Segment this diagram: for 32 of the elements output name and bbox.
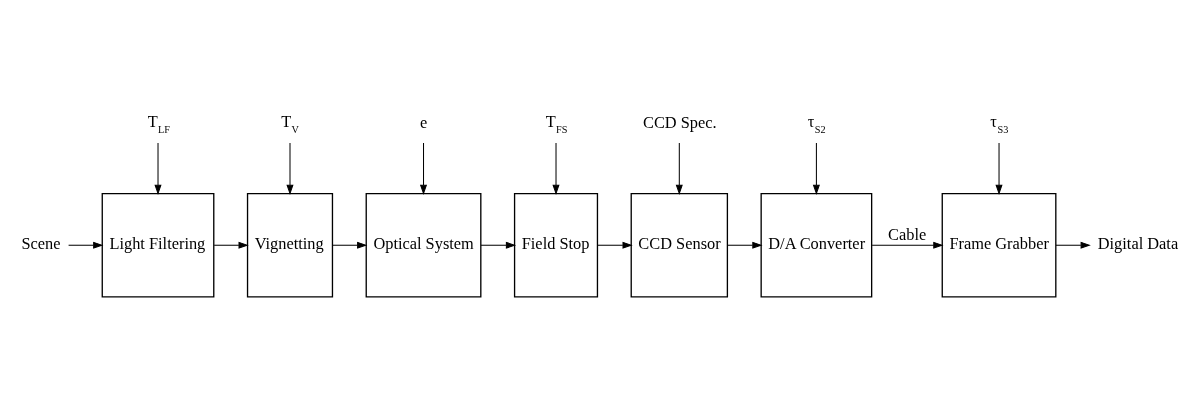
- arrow: [286, 142, 294, 195]
- arrow: [419, 142, 428, 195]
- arrow: [675, 142, 683, 195]
- node-text: τ$_{S2}$: [807, 111, 826, 135]
- node-box: Field Stop: [513, 192, 599, 298]
- node-text: T$_{LF}$: [147, 111, 170, 135]
- node-text: e⃗: [419, 112, 440, 132]
- arrow: [213, 241, 249, 249]
- node-box: D/A Converter: [760, 192, 873, 298]
- arrow: [68, 241, 104, 249]
- arrow: [995, 142, 1003, 195]
- node-box: Optical System: [365, 192, 482, 298]
- arrow: [154, 142, 162, 195]
- arrow: [727, 241, 763, 249]
- edge-label: Cable: [888, 224, 927, 244]
- node-text: CCD Spec.: [642, 112, 717, 132]
- node-box: Frame Grabber: [941, 192, 1057, 298]
- node-text: T$_{FS}$: [545, 111, 568, 135]
- arrow: [332, 241, 368, 249]
- node-box: Vignetting: [246, 192, 334, 298]
- arrow: [871, 241, 944, 249]
- node-box: Light Filtering: [101, 192, 215, 298]
- node-text: T$_{V}$: [281, 111, 299, 135]
- arrow: [1055, 241, 1091, 249]
- node-text: Digital Data: [1097, 233, 1179, 253]
- arrow: [597, 241, 633, 249]
- arrow: [552, 142, 560, 195]
- arrow: [812, 142, 820, 195]
- node-text: τ$_{S3}$: [990, 111, 1009, 135]
- arrow: [480, 241, 517, 249]
- node-box: CCD Sensor: [630, 192, 729, 298]
- node-text: Scene: [21, 233, 61, 253]
